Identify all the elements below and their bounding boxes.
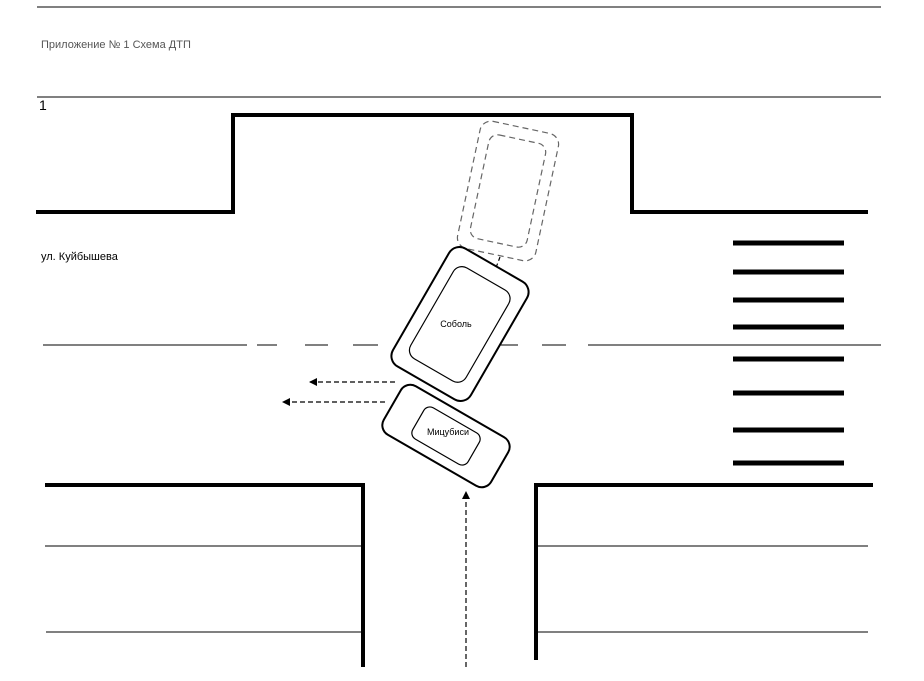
sobol-previous-position bbox=[456, 120, 560, 262]
street-name-label: ул. Куйбышева bbox=[41, 251, 119, 263]
vehicle-mitsubishi-label: Мицубиси bbox=[427, 427, 469, 437]
pedestrian-crossing bbox=[733, 240, 844, 466]
sidewalk-lines bbox=[45, 545, 868, 633]
vehicle-mitsubishi bbox=[381, 383, 511, 489]
vehicle-sobol-label: Соболь bbox=[440, 319, 472, 329]
road-edge-top bbox=[36, 113, 868, 214]
page-marker: 1 bbox=[39, 97, 47, 113]
vehicle-sobol bbox=[390, 246, 530, 402]
document-caption: Приложение № 1 Схема ДТП bbox=[41, 39, 191, 51]
road-edge-bottom-right bbox=[534, 483, 873, 660]
road-edge-bottom-left bbox=[45, 483, 365, 667]
